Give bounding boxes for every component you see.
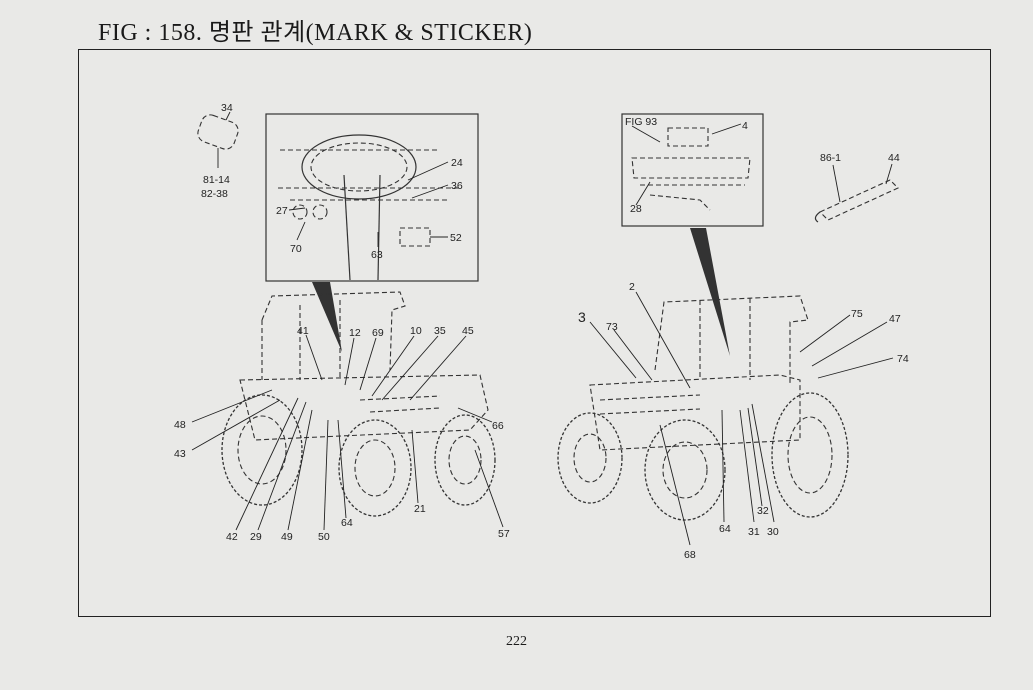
callout-label: 64 bbox=[341, 517, 353, 529]
tractor-right-view bbox=[557, 291, 894, 546]
callout-label: 45 bbox=[462, 325, 474, 337]
callout-label: 2 bbox=[629, 281, 635, 293]
callout-label: 30 bbox=[767, 526, 779, 538]
callout-label: 3 bbox=[578, 309, 586, 325]
callout-label: 44 bbox=[888, 152, 900, 164]
fig-reference: FIG 93 bbox=[625, 116, 657, 128]
callout-label: 63 bbox=[371, 249, 383, 261]
callout-label: 74 bbox=[897, 353, 909, 365]
callout-label: 12 bbox=[349, 327, 361, 339]
callout-label: 64 bbox=[719, 523, 731, 535]
callout-label: 69 bbox=[372, 327, 384, 339]
callout-label: 86-1 bbox=[820, 152, 841, 164]
callout-label: 48 bbox=[174, 419, 186, 431]
callout-label: 34 bbox=[221, 102, 233, 114]
callout-label: 49 bbox=[281, 531, 293, 543]
callout-label: 27 bbox=[276, 205, 288, 217]
callout-label: 47 bbox=[889, 313, 901, 325]
callout-label: 35 bbox=[434, 325, 446, 337]
callout-label: 41 bbox=[297, 325, 309, 337]
small-sticker-roll bbox=[197, 111, 239, 168]
callout-label: 57 bbox=[498, 528, 510, 540]
callout-label: 52 bbox=[450, 232, 462, 244]
callout-label: 10 bbox=[410, 325, 422, 337]
callout-label: 81-14 bbox=[203, 174, 230, 186]
callout-label: 68 bbox=[684, 549, 696, 561]
callout-label: 82-38 bbox=[201, 188, 228, 200]
diagram-frame bbox=[78, 49, 991, 617]
dashboard-inset bbox=[265, 113, 479, 352]
callout-label: 43 bbox=[174, 448, 186, 460]
callout-label: 31 bbox=[748, 526, 760, 538]
callout-label: 73 bbox=[606, 321, 618, 333]
callout-label: 42 bbox=[226, 531, 238, 543]
callout-label: 70 bbox=[290, 243, 302, 255]
callout-label: 32 bbox=[757, 505, 769, 517]
callout-label: 21 bbox=[414, 503, 426, 515]
callout-label: 29 bbox=[250, 531, 262, 543]
callout-label: 36 bbox=[451, 180, 463, 192]
callout-label: 66 bbox=[492, 420, 504, 432]
callout-labels: 34 81-14 82-38 86-1 44 24 36 27 70 63 52… bbox=[174, 102, 909, 561]
callout-label: 28 bbox=[630, 203, 642, 215]
page-number: 222 bbox=[506, 634, 527, 649]
callout-label: 24 bbox=[451, 157, 463, 169]
callout-label: 50 bbox=[318, 531, 330, 543]
tractor-left-view bbox=[191, 291, 504, 531]
callout-label: 75 bbox=[851, 308, 863, 320]
hood-inset bbox=[621, 113, 764, 356]
callout-label: 4 bbox=[742, 120, 748, 132]
sticker-strip bbox=[814, 163, 899, 223]
figure-title: FIG : 158. 명판 관계(MARK & STICKER) bbox=[98, 20, 533, 46]
